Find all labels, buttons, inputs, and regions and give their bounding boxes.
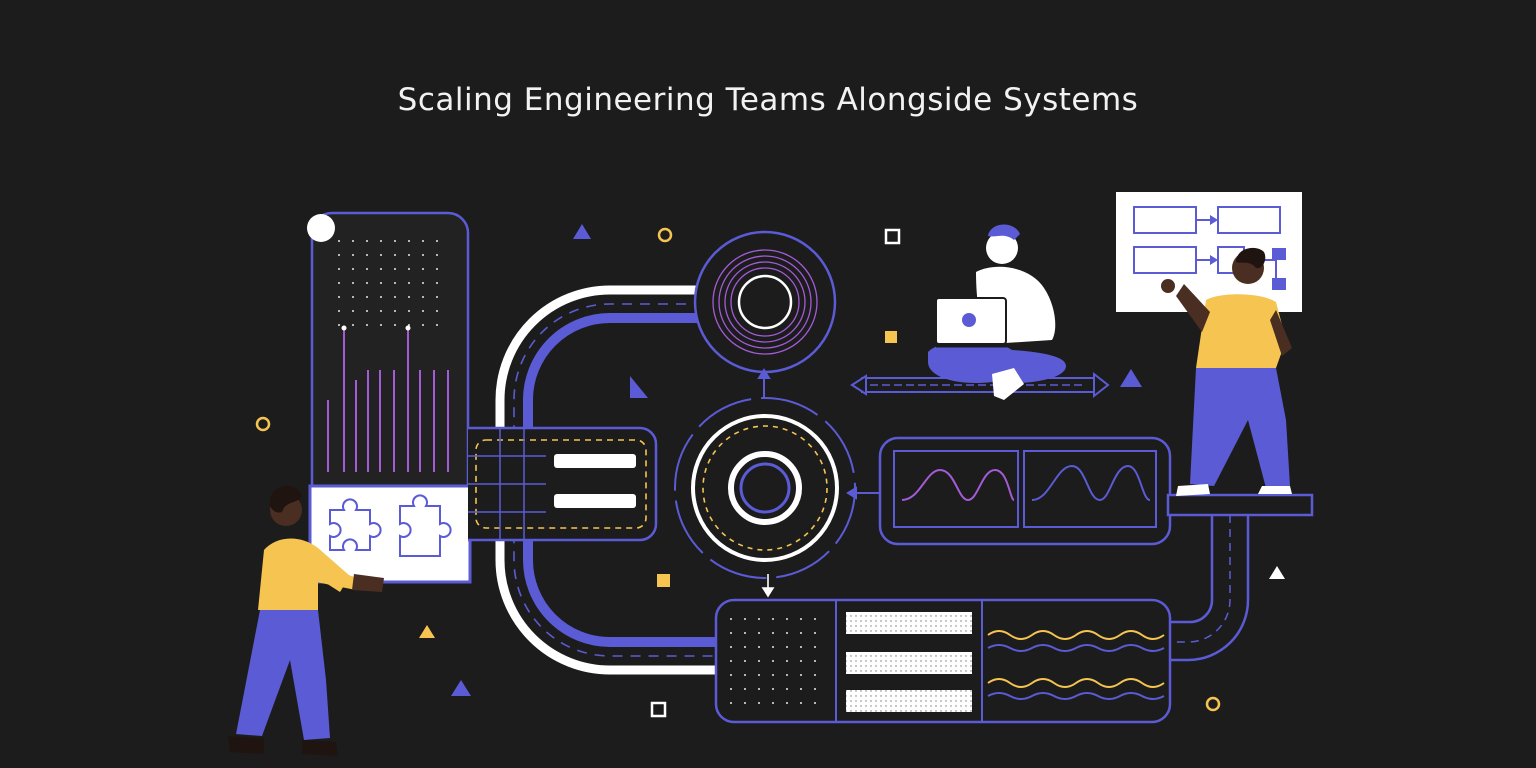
page-title: Scaling Engineering Teams Alongside Syst… xyxy=(397,82,1139,118)
dot-grid xyxy=(330,238,450,328)
person-standing-pointing xyxy=(1161,247,1292,496)
laptop-icon xyxy=(935,297,1030,348)
bottom-data-panel xyxy=(714,598,1172,724)
sine-wave-icon xyxy=(901,468,1015,502)
person-holding-puzzle xyxy=(228,485,384,756)
wave-lines xyxy=(987,630,1165,700)
decorative-shapes xyxy=(255,224,1285,718)
left-tower-panel xyxy=(307,211,470,505)
status-dot xyxy=(307,214,335,242)
right-platform xyxy=(1160,493,1314,662)
person-seated-laptop xyxy=(850,224,1110,400)
signal-bars xyxy=(343,328,409,472)
connector-block xyxy=(468,426,658,542)
flowchart-board xyxy=(1116,192,1302,312)
wave-monitor-panel xyxy=(878,436,1172,546)
top-ring-node xyxy=(693,230,837,374)
puzzle-piece-icon xyxy=(329,494,452,557)
long-double-arrow-icon xyxy=(850,371,1110,399)
central-hub xyxy=(674,397,856,579)
down-arrow-icon xyxy=(761,574,775,598)
